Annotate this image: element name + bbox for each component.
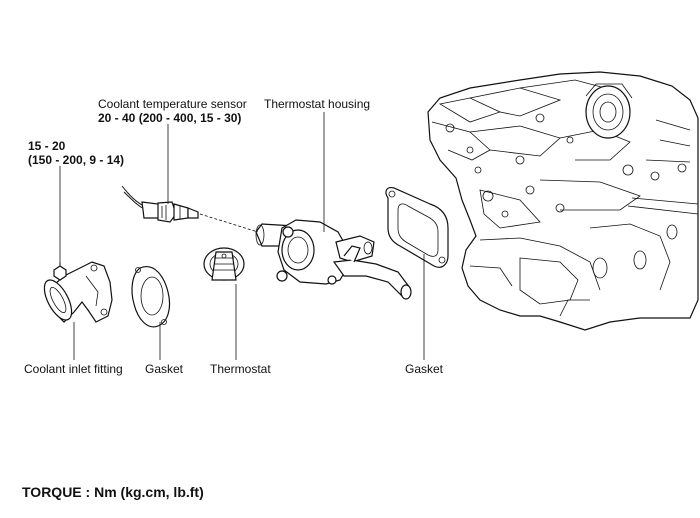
coolant-temp-sensor-torque: 20 - 40 (200 - 400, 15 - 30) [98, 111, 242, 125]
leader-lines [59, 112, 425, 360]
gasket-left-label: Gasket [145, 362, 184, 376]
torque-units-footer: TORQUE : Nm (kg.cm, lb.ft) [22, 484, 204, 500]
coolant-inlet-fitting-label: Coolant inlet fitting [24, 362, 123, 376]
coolant-temp-sensor-label: Coolant temperature sensor [98, 97, 247, 111]
thermostat-label: Thermostat [210, 362, 271, 376]
gasket-right-label: Gasket [405, 362, 444, 376]
thermostat-housing-shape [255, 219, 412, 300]
coolant-temp-sensor-shape [121, 185, 259, 233]
engine-block [427, 71, 699, 331]
gasket-right-shape [385, 187, 449, 268]
gasket-left-shape [131, 266, 171, 328]
coolant-inlet-fitting-shape [43, 261, 113, 323]
bolt-torque-line2: (150 - 200, 9 - 14) [28, 153, 125, 167]
thermostat-housing-label: Thermostat housing [264, 97, 371, 111]
thermostat-shape [203, 247, 245, 281]
bolt-torque-line1: 15 - 20 [28, 139, 66, 153]
